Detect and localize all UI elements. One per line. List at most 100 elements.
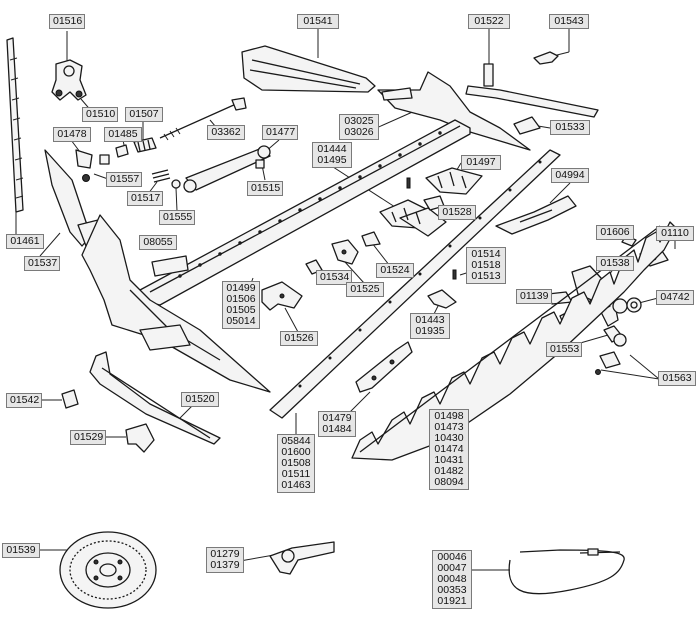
label-03362: 03362 — [207, 125, 245, 140]
part-number: 01606 — [600, 226, 630, 238]
part-03025-guard-plate — [377, 71, 531, 151]
part-number: 01534 — [320, 271, 350, 283]
label-01520: 01520 — [181, 392, 219, 407]
part-number: 01515 — [251, 182, 281, 194]
part-number: 01533 — [555, 121, 585, 133]
part-number: 01542 — [10, 394, 40, 406]
label-01478: 01478 — [53, 127, 91, 142]
part-number: 01526 — [284, 332, 314, 344]
part-01555-washer — [171, 179, 181, 189]
part-number: 01139 — [520, 290, 549, 302]
part-00046-cable — [508, 548, 625, 595]
label-01557: 01557 — [106, 172, 142, 187]
part-number: 00353 — [437, 584, 467, 596]
part-number: 01474 — [434, 443, 464, 455]
part-number: 01482 — [434, 465, 464, 477]
part-number: 00048 — [437, 573, 467, 585]
part-number: 01379 — [210, 559, 240, 571]
part-01461-strip — [6, 37, 24, 213]
part-number: 01477 — [266, 126, 296, 138]
part-number: 01443 — [415, 314, 445, 326]
part-number: 00047 — [437, 562, 467, 574]
part-number: 01479 — [322, 412, 352, 424]
label-01522: 01522 — [468, 14, 510, 29]
part-number: 01543 — [554, 15, 584, 27]
part-01515-nut — [255, 159, 265, 169]
part-number: 01516 — [53, 15, 83, 27]
label-01539: 01539 — [2, 543, 40, 558]
label-01538: 01538 — [596, 256, 634, 271]
part-number: 04994 — [555, 169, 585, 181]
part-01279-lever — [269, 541, 335, 575]
label-01497: 01497 — [461, 155, 501, 170]
label-04994: 04994 — [551, 168, 589, 183]
part-number: 01498 — [434, 410, 464, 422]
part-number: 01935 — [415, 325, 445, 337]
label-01510: 01510 — [82, 107, 118, 122]
part-04994-guard — [495, 195, 577, 235]
label-01529: 01529 — [70, 430, 106, 445]
part-01497-sections — [425, 167, 483, 195]
part-01563-nut — [595, 351, 621, 375]
part-number: 01279 — [210, 548, 240, 560]
part-number: 01600 — [281, 446, 311, 458]
part-number: 01539 — [6, 544, 36, 556]
part-number: 01499 — [226, 282, 256, 294]
part-number: 01517 — [131, 192, 161, 204]
part-01553-bolt — [603, 325, 627, 347]
label-01555: 01555 — [159, 210, 195, 225]
part-number: 01473 — [434, 421, 464, 433]
part-number: 10431 — [434, 454, 464, 466]
part-01522-rod — [465, 63, 599, 118]
part-01537-inner-shoe — [44, 149, 271, 393]
label-01553: 01553 — [546, 342, 582, 357]
part-number: 01520 — [185, 393, 215, 405]
part-number: 01506 — [226, 293, 256, 305]
part-number: 01485 — [108, 128, 138, 140]
label-01517: 01517 — [127, 191, 163, 206]
label-01541: 01541 — [297, 14, 339, 29]
part-number: 01557 — [110, 173, 140, 185]
part-number: 01528 — [442, 206, 472, 218]
part-number: 01921 — [437, 595, 467, 607]
part-01516-yoke — [51, 59, 87, 101]
part-number: 01478 — [57, 128, 87, 140]
part-number: 08094 — [434, 476, 464, 488]
part-number: 01510 — [86, 108, 116, 120]
part-number: 01529 — [74, 431, 104, 443]
part-number: 01537 — [28, 257, 58, 269]
part-number: 01110 — [661, 227, 689, 239]
part-01485-bushing — [99, 144, 129, 165]
part-01539-clutch-disc — [59, 531, 157, 609]
label-01516: 01516 — [49, 14, 85, 29]
part-number: 00046 — [437, 551, 467, 563]
part-number: 01513 — [471, 270, 501, 282]
label-01515: 01515 — [247, 181, 283, 196]
part-number: 03362 — [211, 126, 241, 138]
part-number: 01461 — [10, 235, 40, 247]
part-number: 01555 — [163, 211, 193, 223]
part-number: 05844 — [281, 435, 311, 447]
label-01537: 01537 — [24, 256, 60, 271]
part-01443-hook — [427, 289, 457, 309]
part-01517-spring — [151, 169, 171, 183]
label-01606: 01606 — [596, 225, 634, 240]
part-08055-plate — [151, 255, 189, 277]
part-number: 01484 — [322, 423, 352, 435]
label-01461: 01461 — [6, 234, 44, 249]
part-number: 01563 — [662, 372, 692, 384]
part-01444-sections — [379, 177, 447, 237]
part-number: 01514 — [471, 248, 501, 260]
part-01533-clip — [513, 116, 541, 135]
label-01485: 01485 — [104, 127, 142, 142]
part-number: 01538 — [600, 257, 630, 269]
part-04742-washer — [626, 297, 642, 313]
part-01520-outer-shoe — [89, 351, 221, 445]
label-01526: 01526 — [280, 331, 318, 346]
label-04742: 04742 — [656, 290, 694, 305]
part-number: 10430 — [434, 432, 464, 444]
